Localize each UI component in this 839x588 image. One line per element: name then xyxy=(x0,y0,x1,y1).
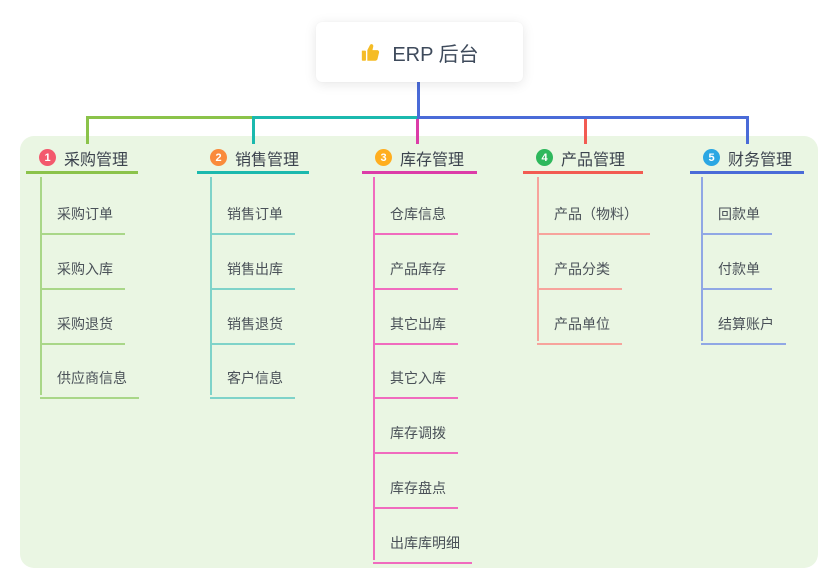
trunk-line-teal xyxy=(252,116,418,119)
child-node[interactable]: 销售退货 xyxy=(210,313,295,345)
branch-2-node[interactable]: 2 销售管理 xyxy=(197,144,309,174)
branch-1-title: 采购管理 xyxy=(64,151,129,169)
branch-2-connector-line xyxy=(252,116,255,144)
branch-4-title: 产品管理 xyxy=(561,151,626,169)
child-node[interactable]: 库存调拨 xyxy=(373,422,458,454)
child-node[interactable]: 供应商信息 xyxy=(40,367,139,399)
branch-2-title: 销售管理 xyxy=(235,151,300,169)
branch-5-connector-line xyxy=(746,116,749,144)
branch-3-children-line xyxy=(373,177,375,560)
branch-3-node[interactable]: 3 库存管理 xyxy=(362,144,477,174)
branch-1-node[interactable]: 1 采购管理 xyxy=(26,144,138,174)
mindmap-root-node[interactable]: ERP 后台 xyxy=(316,22,523,82)
branch-5-children-line xyxy=(701,177,703,341)
child-node[interactable]: 其它出库 xyxy=(373,313,458,345)
branch-1-badge: 1 xyxy=(39,149,56,166)
branch-4-children-line xyxy=(537,177,539,341)
root-connector-line xyxy=(417,82,420,117)
branch-5-title: 财务管理 xyxy=(728,151,793,169)
mindmap-branches-panel xyxy=(20,136,818,568)
branch-5-badge: 5 xyxy=(703,149,720,166)
child-node[interactable]: 采购订单 xyxy=(40,203,125,235)
root-title: ERP 后台 xyxy=(392,43,479,66)
branch-1-children-line xyxy=(40,177,42,395)
branch-2-children-line xyxy=(210,177,212,395)
branch-1-connector-line xyxy=(86,116,89,144)
branch-4-badge: 4 xyxy=(536,149,553,166)
child-node[interactable]: 销售出库 xyxy=(210,258,295,290)
child-node[interactable]: 仓库信息 xyxy=(373,203,458,235)
child-node[interactable]: 回款单 xyxy=(701,203,772,235)
trunk-line-green xyxy=(86,116,254,119)
branch-2-badge: 2 xyxy=(210,149,227,166)
branch-3-badge: 3 xyxy=(375,149,392,166)
child-node[interactable]: 库存盘点 xyxy=(373,477,458,509)
child-node[interactable]: 销售订单 xyxy=(210,203,295,235)
branch-4-node[interactable]: 4 产品管理 xyxy=(523,144,643,174)
child-node[interactable]: 产品（物料） xyxy=(537,203,650,235)
child-node[interactable]: 其它入库 xyxy=(373,367,458,399)
branch-3-connector-line xyxy=(416,119,419,144)
child-node[interactable]: 采购退货 xyxy=(40,313,125,345)
child-node[interactable]: 采购入库 xyxy=(40,258,125,290)
trunk-line-blue xyxy=(417,116,749,119)
child-node[interactable]: 产品分类 xyxy=(537,258,622,290)
child-node[interactable]: 出库库明细 xyxy=(373,532,472,564)
child-node[interactable]: 产品库存 xyxy=(373,258,458,290)
child-node[interactable]: 结算账户 xyxy=(701,313,786,345)
thumbs-up-icon xyxy=(360,41,382,63)
child-node[interactable]: 产品单位 xyxy=(537,313,622,345)
child-node[interactable]: 付款单 xyxy=(701,258,772,290)
branch-4-connector-line xyxy=(584,119,587,144)
branch-3-title: 库存管理 xyxy=(400,151,465,169)
branch-5-node[interactable]: 5 财务管理 xyxy=(690,144,804,174)
child-node[interactable]: 客户信息 xyxy=(210,367,295,399)
